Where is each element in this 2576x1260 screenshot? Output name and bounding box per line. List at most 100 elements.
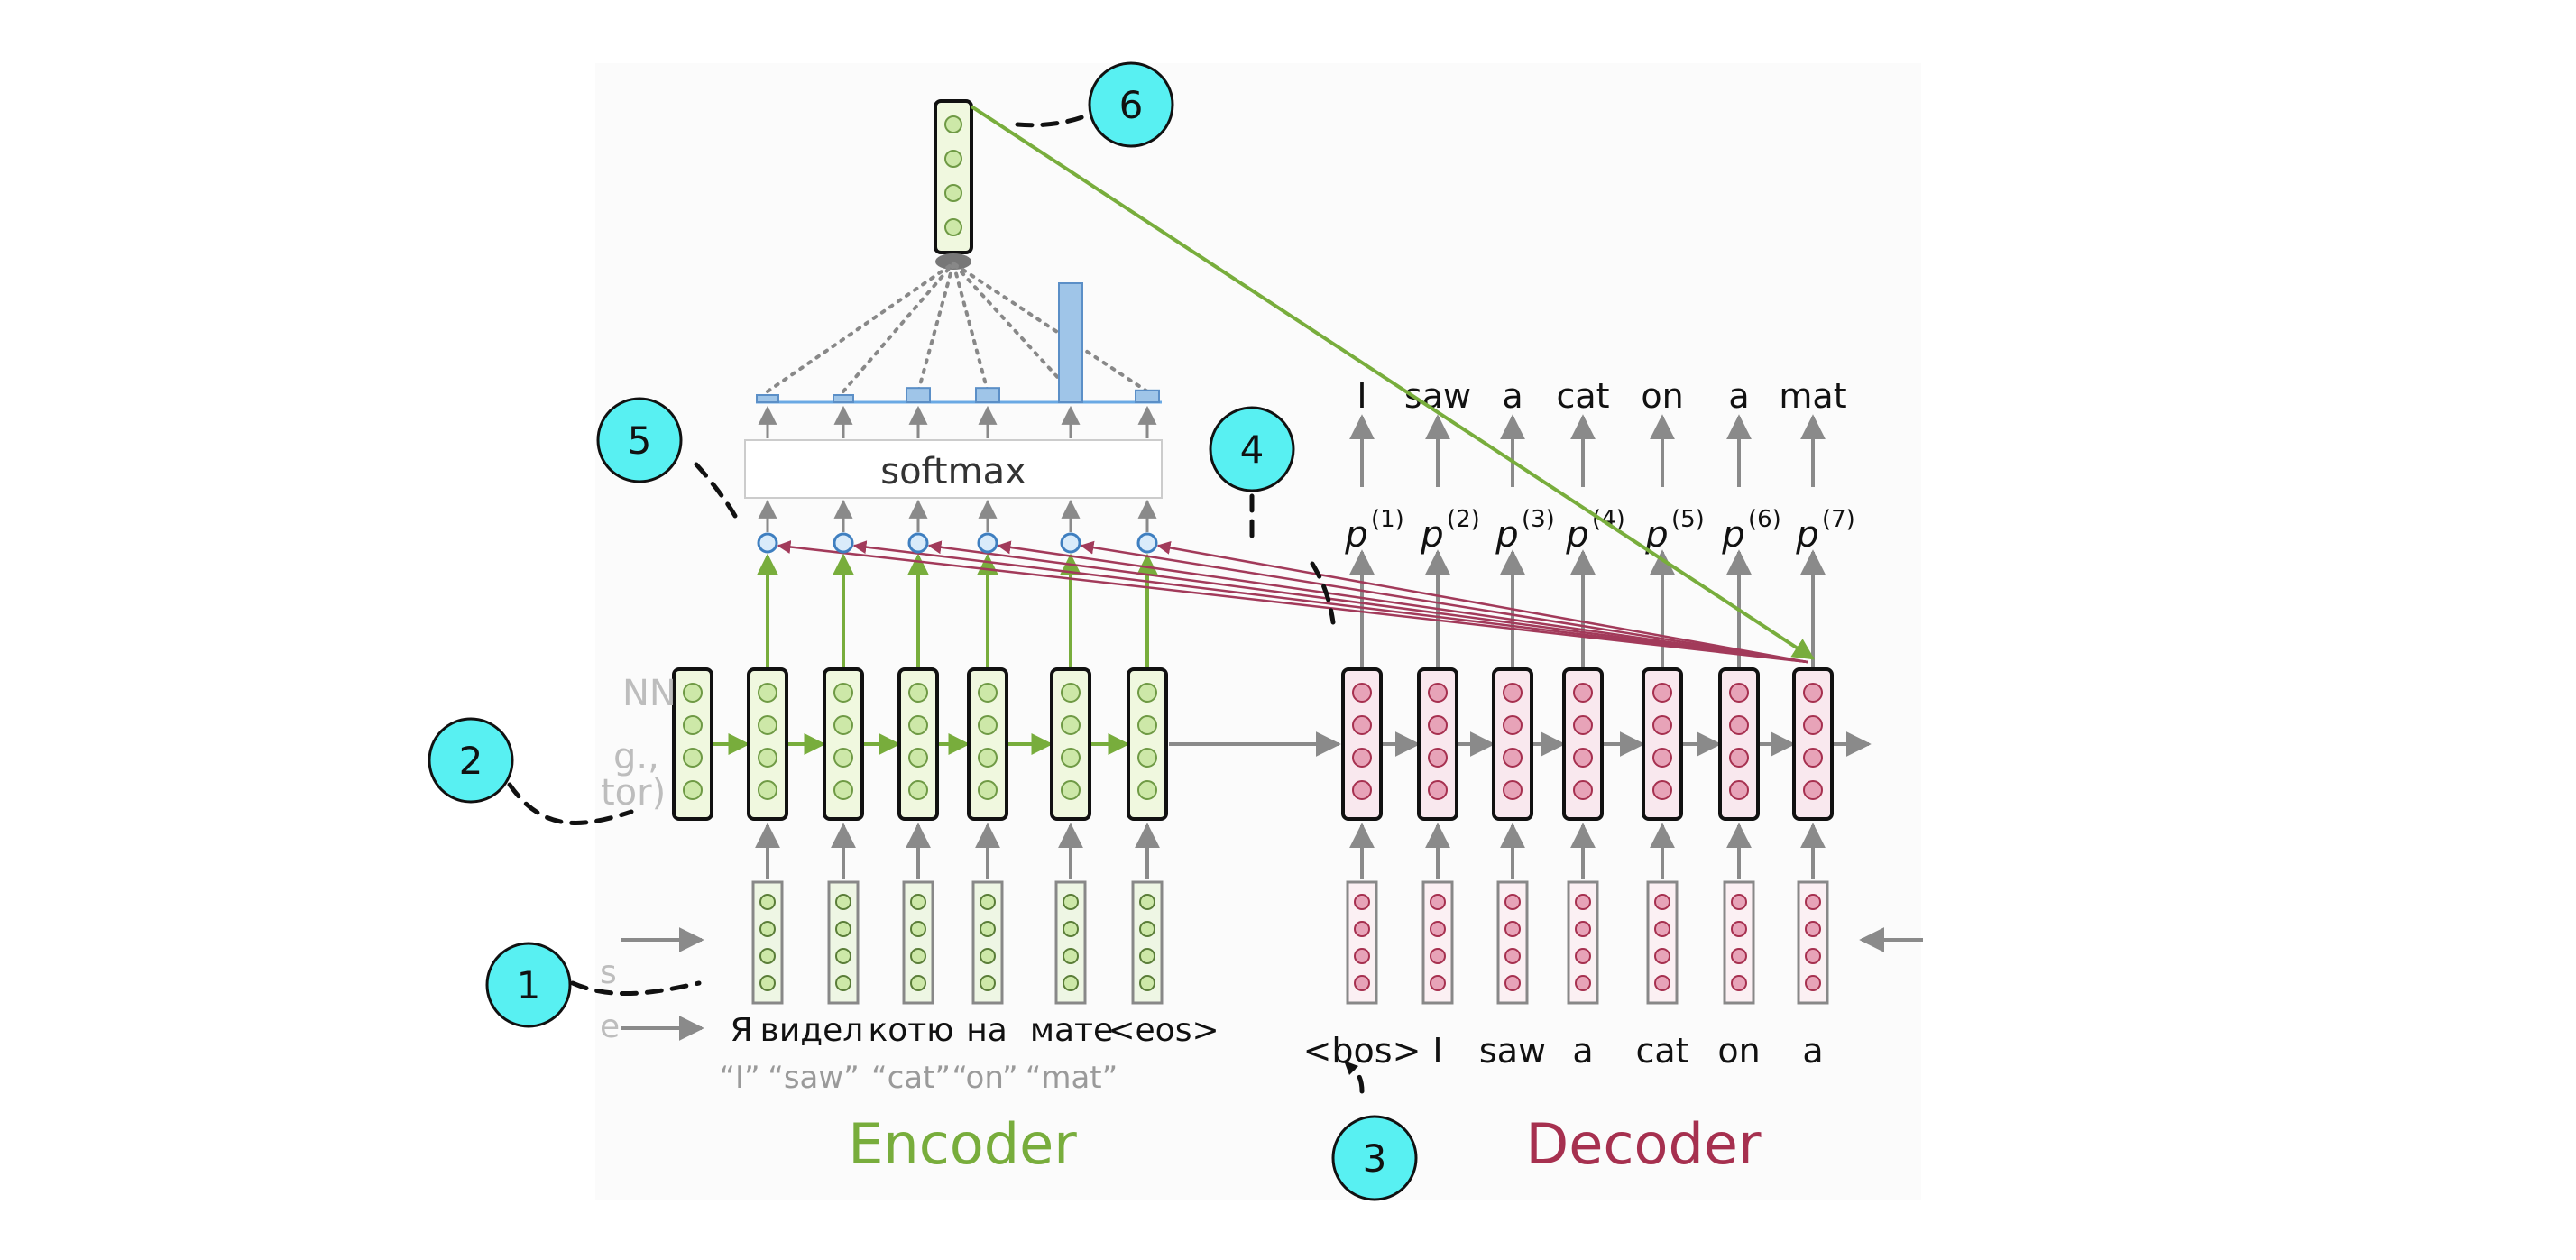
encoder-state-unit (833, 715, 853, 735)
embedding-unit (1805, 948, 1821, 964)
encoder-embedding (1131, 880, 1164, 1005)
decoder-input-token: <bos> (1303, 1031, 1421, 1071)
embedding-unit (1354, 975, 1370, 991)
decoder-state-unit (1428, 780, 1448, 800)
callout-number: 6 (1119, 83, 1144, 127)
embedding-unit (1731, 894, 1747, 910)
decoder-state (1718, 667, 1760, 821)
attention-score-node (1060, 532, 1081, 554)
encoder-state-unit (1061, 715, 1081, 735)
decoder-output-token: I (1357, 376, 1366, 416)
callout-circle (1209, 406, 1295, 492)
encoder-state (967, 667, 1008, 821)
embedding-unit (1731, 975, 1747, 991)
context-vector (934, 99, 973, 270)
slide-background (595, 63, 1921, 1200)
attention-query-line (1080, 540, 1808, 664)
callout-circle (485, 942, 572, 1028)
attention-query-line (1156, 540, 1808, 664)
embedding-unit (1654, 894, 1670, 910)
decoder-state-box (1562, 667, 1604, 821)
attention-query-line (997, 540, 1808, 664)
attention-dotted-line (916, 262, 955, 393)
embedding-unit (1805, 921, 1821, 937)
encoder-state-unit (683, 683, 703, 703)
attention-score-node (907, 532, 929, 554)
attention-weight-bar (975, 387, 1000, 404)
encoder-state-box (747, 667, 788, 821)
attention-weight-bar (1135, 389, 1160, 403)
prob-exponent: (5) (1671, 506, 1705, 533)
callout-1: 1 (485, 942, 572, 1028)
decoder-state-unit (1652, 748, 1672, 768)
encoder-state (1050, 667, 1091, 821)
embedding-unit (835, 921, 851, 937)
encoder-gloss-token: “saw” (768, 1060, 860, 1096)
callout-6: 6 (1088, 61, 1174, 148)
encoder-state-box (672, 667, 713, 821)
embedding-unit (1575, 975, 1591, 991)
encoder-gloss-token: “mat” (1026, 1060, 1118, 1096)
attention-weight-bar (1058, 282, 1083, 403)
embedding-unit (1354, 894, 1370, 910)
decoder-state-unit (1803, 715, 1823, 735)
decoder-state-unit (1352, 683, 1372, 703)
attention-score-node (1136, 532, 1158, 554)
cut-off-label: g., (613, 736, 659, 777)
decoder-state-box (1792, 667, 1834, 821)
embedding-unit (835, 975, 851, 991)
decoder-state (1562, 667, 1604, 821)
softmax-label: softmax (880, 451, 1026, 492)
encoder-state-unit (758, 748, 777, 768)
embedding-unit (1805, 975, 1821, 991)
encoder-gloss-token: “cat” (871, 1060, 951, 1096)
encoder-state-unit (1061, 683, 1081, 703)
callout-5: 5 (596, 397, 683, 483)
encoder-state-unit (978, 780, 998, 800)
embedding-unit (1063, 975, 1079, 991)
prob-label: p (1795, 514, 1818, 556)
callout-number: 5 (628, 418, 652, 463)
context-to-decoder-arrow (970, 105, 1816, 660)
encoder-state (823, 667, 864, 821)
encoder-state-unit (683, 715, 703, 735)
prob-label: p (1721, 514, 1744, 556)
decoder-state-unit (1729, 715, 1749, 735)
embedding-unit (1654, 921, 1670, 937)
prob-exponent: (1) (1371, 506, 1404, 533)
embedding-unit (1430, 948, 1446, 964)
attention-query-line (777, 540, 1808, 664)
decoder-state (1417, 667, 1458, 821)
decoder-state-unit (1803, 683, 1823, 703)
decoder-state-unit (1652, 780, 1672, 800)
embedding-unit (910, 975, 926, 991)
callout-circle (1331, 1115, 1418, 1201)
encoder-state-box (1050, 667, 1091, 821)
decoder-state-unit (1352, 715, 1372, 735)
decoder-state-unit (1428, 715, 1448, 735)
attention-score-node (833, 532, 854, 554)
callout-number: 4 (1240, 428, 1265, 472)
encoder-state-box (967, 667, 1008, 821)
attention-dotted-line (842, 262, 955, 393)
attention-dotted-line (952, 262, 1149, 393)
embedding-unit (1139, 921, 1155, 937)
encoder-state-unit (758, 683, 777, 703)
decoder-state (1642, 667, 1683, 821)
decoder-state-unit (1428, 683, 1448, 703)
decoder-output-token: cat (1556, 376, 1609, 416)
decoder-input-token: cat (1635, 1031, 1688, 1071)
encoder-state-unit (758, 715, 777, 735)
encoder-input-token: котю (868, 1012, 953, 1049)
encoder-input-token: <eos> (1108, 1012, 1219, 1049)
encoder-state (897, 667, 939, 821)
encoder-state-unit (833, 683, 853, 703)
decoder-output-token: a (1502, 376, 1523, 416)
prob-exponent: (3) (1522, 506, 1555, 533)
embedding-unit (1731, 921, 1747, 937)
prob-label: p (1565, 514, 1588, 556)
decoder-embedding (1421, 880, 1454, 1005)
embedding-unit (1504, 921, 1521, 937)
